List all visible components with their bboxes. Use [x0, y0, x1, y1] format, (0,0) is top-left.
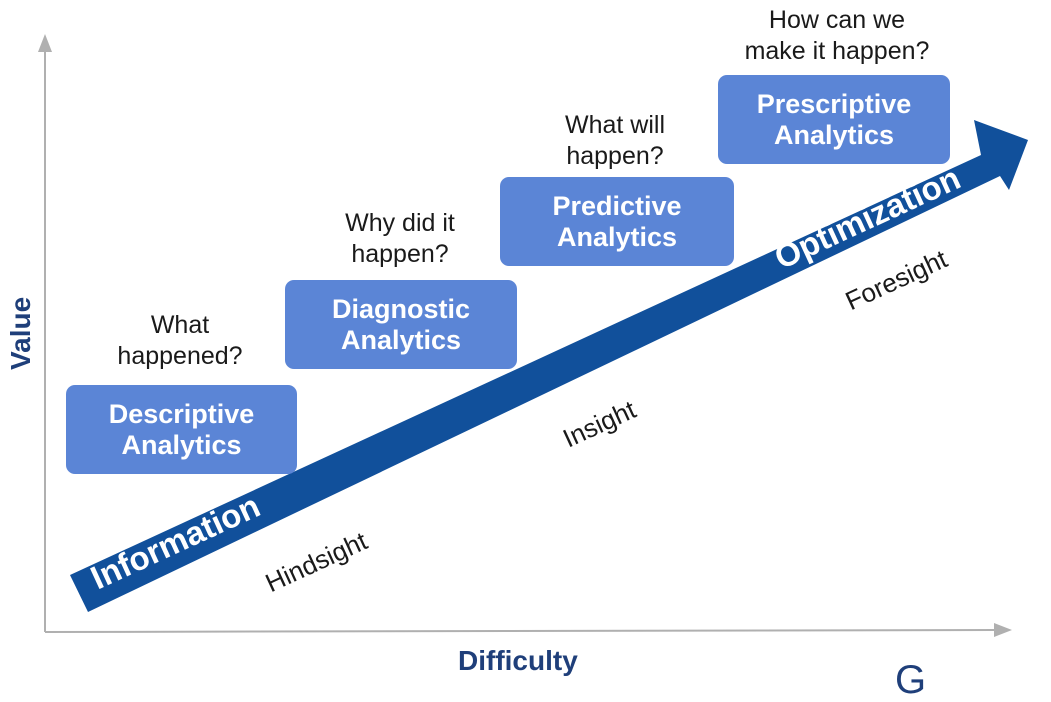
x-axis-arrowhead: [994, 623, 1012, 637]
growth-arrow: [70, 120, 1028, 612]
analytics-maturity-diagram: Information Optimization Hindsight Insig…: [5, 6, 1028, 700]
stage-box-prescriptive: Prescriptive Analytics: [718, 75, 950, 164]
partial-logo: G: [895, 658, 927, 702]
stage-box-diagnostic: Diagnostic Analytics: [285, 280, 517, 369]
x-axis-label: Difficulty: [458, 645, 578, 676]
diagram-canvas: Information Optimization Hindsight Insig…: [38, 34, 1028, 637]
arrow-label-information: Information: [85, 487, 265, 596]
question-descriptive: What happened?: [117, 311, 243, 370]
y-axis-label: Value: [5, 296, 36, 370]
question-predictive: What will happen?: [564, 111, 665, 170]
note-insight: Insight: [558, 394, 641, 454]
note-foresight: Foresight: [841, 243, 953, 316]
stage-box-predictive: Predictive Analytics: [500, 177, 734, 266]
question-diagnostic: Why did it happen?: [345, 209, 455, 268]
x-axis-line: [44, 629, 996, 633]
note-hindsight: Hindsight: [261, 525, 373, 598]
question-prescriptive: How can we make it happen?: [744, 6, 930, 65]
stage-box-descriptive: Descriptive Analytics: [66, 385, 297, 474]
y-axis-arrowhead: [38, 34, 52, 52]
